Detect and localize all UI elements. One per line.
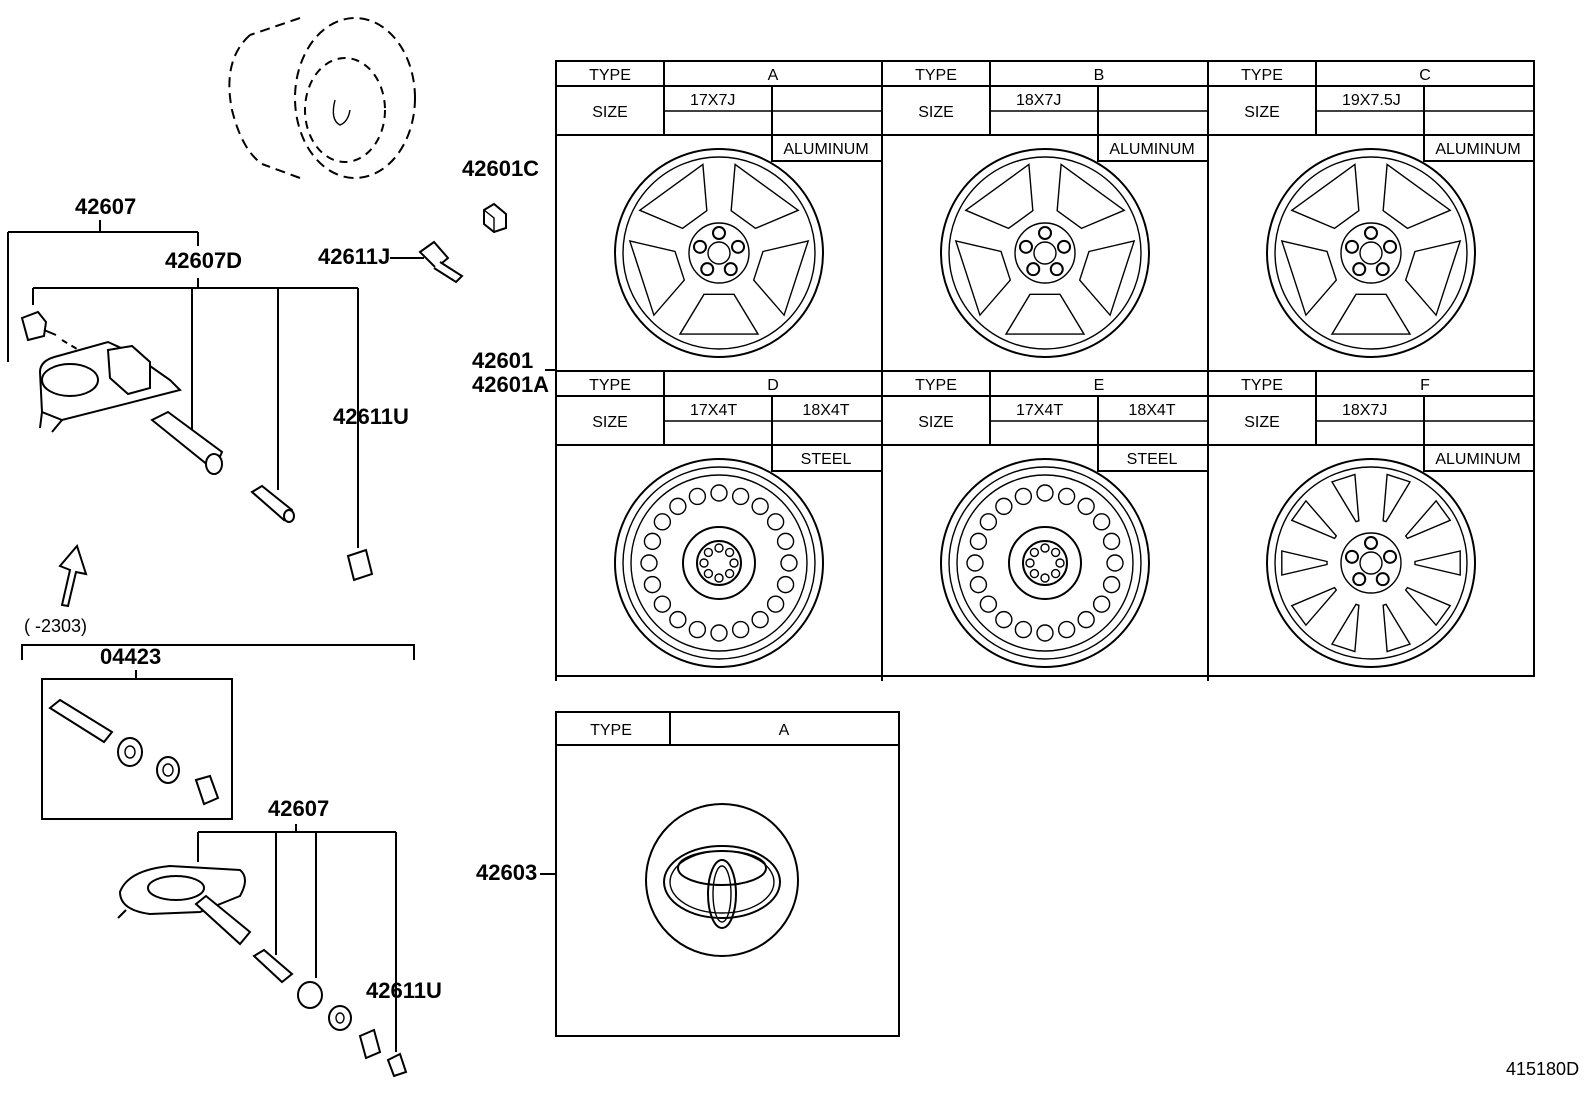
- lug-nut-part: [483, 202, 507, 234]
- label-42611u-top: 42611U: [333, 404, 409, 429]
- size-header: SIZE: [918, 104, 954, 121]
- wheel-swirl-icon: [940, 148, 1150, 358]
- wheel-five-split-icon: [614, 148, 824, 358]
- cap-type-value: A: [779, 722, 790, 739]
- cap-type-header: TYPE: [590, 722, 632, 739]
- size-header: SIZE: [1244, 414, 1280, 431]
- wheel-size-1: 17X4T: [690, 402, 737, 419]
- wheel-material: ALUMINUM: [1435, 141, 1520, 158]
- rubber-valve-part: [418, 240, 464, 284]
- type-header: TYPE: [589, 67, 631, 84]
- type-header: TYPE: [589, 377, 631, 394]
- size-header: SIZE: [592, 414, 628, 431]
- size-header: SIZE: [918, 414, 954, 431]
- kit-parts: [48, 698, 220, 806]
- size-header: SIZE: [1244, 104, 1280, 121]
- tire-illustration: [228, 17, 416, 179]
- valve-cap-part-top: [346, 548, 374, 582]
- label-42603: 42603: [476, 860, 537, 885]
- label-42607-top: 42607: [75, 194, 136, 219]
- label-42601: 42601: [472, 348, 533, 373]
- type-header: TYPE: [1241, 67, 1283, 84]
- tpms-sensor-part: [20, 310, 182, 433]
- wheel-material: STEEL: [1127, 451, 1178, 468]
- wheel-steel-icon: [940, 458, 1150, 668]
- wheel-size-1: 17X7J: [690, 92, 735, 109]
- valve-core-part-bottom: [252, 948, 294, 984]
- size-header: SIZE: [592, 104, 628, 121]
- arrow-icon: [58, 543, 88, 608]
- wheel-size-1: 19X7.5J: [1342, 92, 1401, 109]
- wheel-y-spoke-icon: [1266, 458, 1476, 668]
- grommet-parts-bottom: [297, 981, 408, 1078]
- type-header: TYPE: [915, 377, 957, 394]
- figure-id: 415180D: [1506, 1059, 1579, 1079]
- wheel-material: ALUMINUM: [1435, 451, 1520, 468]
- toyota-logo-icon: [645, 803, 799, 957]
- cap-table: TYPE A: [555, 711, 900, 1037]
- label-42601c: 42601C: [462, 156, 539, 181]
- label-42611u-bottom: 42611U: [366, 978, 442, 1003]
- wheel-size-2: 18X4T: [802, 402, 849, 419]
- label-42611j: 42611J: [318, 244, 390, 269]
- wheel-type-d: D: [767, 377, 779, 394]
- label-42607-bottom: 42607: [268, 796, 329, 821]
- wheel-type-a: A: [768, 67, 779, 84]
- wheel-material: STEEL: [801, 451, 852, 468]
- wheel-material: ALUMINUM: [1109, 141, 1194, 158]
- wheel-material: ALUMINUM: [783, 141, 868, 158]
- kit-box: [41, 678, 233, 820]
- label-range: ( -2303): [24, 616, 87, 636]
- wheel-five-window-icon: [1266, 148, 1476, 358]
- label-42607d: 42607D: [165, 248, 242, 273]
- valve-stem-part: [150, 410, 224, 475]
- wheel-size-1: 17X4T: [1016, 402, 1063, 419]
- type-header: TYPE: [915, 67, 957, 84]
- wheel-size-1: 18X7J: [1342, 402, 1387, 419]
- wheel-steel-icon: [614, 458, 824, 668]
- wheel-type-f: F: [1420, 377, 1430, 394]
- label-04423: 04423: [100, 644, 161, 669]
- label-42601a: 42601A: [472, 372, 549, 397]
- wheel-type-e: E: [1094, 377, 1105, 394]
- wheel-size-1: 18X7J: [1016, 92, 1061, 109]
- wheel-type-table: TYPE A SIZE 17X7J ALUMINUM TYPE B SIZE 18X7J ALUM…: [555, 60, 1535, 681]
- wheel-size-2: 18X4T: [1128, 402, 1175, 419]
- wheel-type-c: C: [1419, 67, 1431, 84]
- type-header: TYPE: [1241, 377, 1283, 394]
- wheel-type-b: B: [1094, 67, 1105, 84]
- tpms-sensor-part-bottom: [117, 864, 252, 946]
- valve-core-part: [250, 484, 295, 523]
